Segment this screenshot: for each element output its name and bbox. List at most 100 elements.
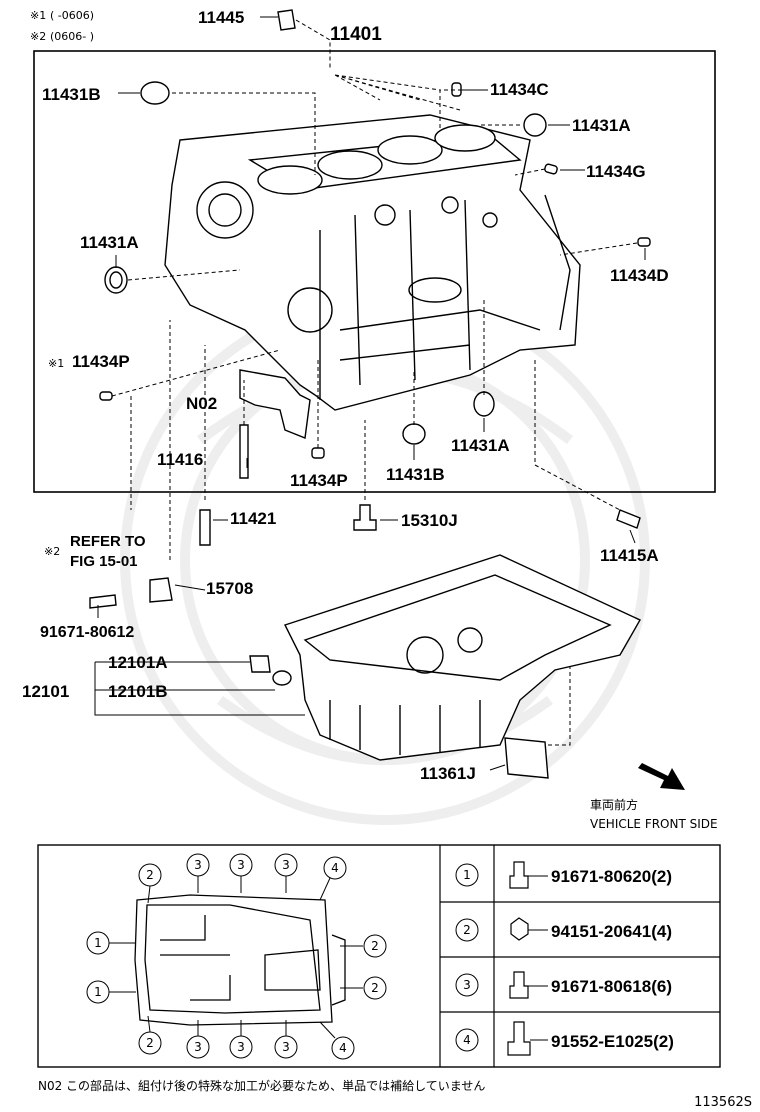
cylinder-block-drawing (164, 114, 581, 411)
label-11431B-bottom: 11431B (386, 465, 445, 484)
pin-11434P-bottom-icon (311, 447, 325, 459)
callout-top-5: 4 (323, 856, 347, 880)
label-11434P-bottom: 11434P (290, 471, 348, 490)
plug-11431A-top-icon (523, 113, 547, 137)
sensor-11415A-icon (616, 509, 641, 529)
callout-bottom-4: 3 (274, 1035, 298, 1059)
legend-num-4: 4 (463, 1033, 471, 1047)
bolt-icon (509, 971, 529, 999)
callout-bottom-1: 2 (138, 1031, 162, 1055)
label-11421: 11421 (230, 509, 276, 528)
callout-left-2: 1 (86, 980, 110, 1004)
pin-11434P-left-icon (99, 391, 113, 401)
oil-pan-top-view (134, 894, 346, 1026)
note1-range: ( -0606) (50, 9, 94, 22)
refer-to-line2: FIG 15-01 (70, 553, 138, 570)
legend-row-1: 1 91671-80620(2) (455, 861, 672, 889)
callout-top-2: 3 (186, 853, 210, 877)
pin-11434D-icon (637, 237, 651, 247)
plug-11431B-bottom-icon (402, 423, 426, 445)
refer-note-mark: ※2 (44, 545, 60, 558)
svg-text:2: 2 (146, 868, 154, 882)
label-11434P-note-mark: ※1 (48, 357, 64, 370)
legend-row-3: 3 91671-80618(6) (455, 971, 672, 999)
svg-text:3: 3 (282, 858, 290, 872)
label-91671-80612: 91671-80612 (40, 624, 134, 641)
refer-to-line1: REFER TO (70, 533, 146, 550)
svg-text:2: 2 (371, 981, 379, 995)
svg-text:1: 1 (94, 936, 102, 950)
legend-part-1: 91671-80620(2) (551, 867, 672, 886)
label-15310J: 15310J (401, 511, 458, 530)
svg-text:2: 2 (371, 939, 379, 953)
label-12101: 12101 (22, 682, 69, 701)
small-parts (99, 9, 651, 479)
callout-bottom-3: 3 (229, 1035, 253, 1059)
label-12101A: 12101A (108, 653, 168, 672)
label-11431B-top: 11431B (42, 85, 101, 104)
bracket-15708-icon (149, 577, 173, 603)
oil-pan-drawing (284, 554, 641, 761)
label-11416: 11416 (157, 450, 203, 469)
stud-11421-icon (199, 509, 211, 546)
label-N02: N02 (186, 394, 217, 413)
footer-note: N02 この部品は、組付け後の特殊な加工が必要なため、単品では補給していません (38, 1078, 485, 1093)
gasket-12101B-icon (272, 670, 292, 686)
vehicle-front-en: VEHICLE FRONT SIDE (590, 817, 718, 831)
legend-row-4: 4 91552-E1025(2) (455, 1021, 674, 1056)
label-11415A: 11415A (600, 546, 659, 565)
bolt-icon (509, 861, 529, 889)
note2-range: (0606- ) (50, 30, 94, 43)
engine-block-frame (33, 50, 716, 493)
label-11434P-left: 11434P (72, 352, 130, 371)
label-11445: 11445 (198, 8, 244, 27)
solid-leaders (94, 16, 646, 771)
callout-right-1: 2 (363, 934, 387, 958)
pin-11434G-icon (544, 163, 558, 175)
callout-bottom-5: 4 (331, 1036, 355, 1060)
callout-top-1: 2 (138, 863, 162, 887)
nut-icon (510, 917, 529, 941)
legend-num-3: 3 (463, 978, 471, 992)
callout-bottom-2: 3 (186, 1035, 210, 1059)
svg-text:2: 2 (146, 1036, 154, 1050)
label-11434G: 11434G (586, 162, 646, 181)
part-11445-icon (277, 9, 296, 31)
label-15708: 15708 (206, 579, 253, 598)
outside-parts (89, 504, 641, 779)
plug-11431A-bottom-icon (473, 391, 495, 417)
drain-plug-12101A-icon (249, 655, 271, 673)
svg-text:3: 3 (194, 858, 202, 872)
svg-text:1: 1 (94, 985, 102, 999)
figure-id: 113562S (694, 1095, 752, 1110)
bolt-location-panel: 2 3 3 3 4 1 1 2 2 2 3 3 3 4 1 91671-8062… (37, 844, 721, 1068)
callout-right-2: 2 (363, 976, 387, 1000)
callout-left-1: 1 (86, 931, 110, 955)
legend-part-4: 91552-E1025(2) (551, 1032, 674, 1051)
vehicle-front-indicator: 車両前方 VEHICLE FRONT SIDE (590, 763, 718, 831)
note1-mark: ※1 (30, 9, 46, 22)
svg-text:3: 3 (282, 1040, 290, 1054)
sensor-15310J-icon (353, 504, 377, 531)
label-11401: 11401 (330, 24, 382, 45)
legend-part-2: 94151-20641(4) (551, 922, 672, 941)
callout-top-3: 3 (229, 853, 253, 877)
bolt-91671-80612-icon (89, 594, 117, 609)
label-11431A-bottom: 11431A (451, 436, 510, 455)
callout-top-4: 3 (274, 853, 298, 877)
label-11434D: 11434D (610, 266, 669, 285)
plug-11431B-top-icon (140, 81, 170, 105)
label-12101B: 12101B (108, 682, 168, 701)
label-11434C: 11434C (490, 80, 549, 99)
svg-text:3: 3 (237, 1040, 245, 1054)
note2-mark: ※2 (30, 30, 46, 43)
legend-row-2: 2 94151-20641(4) (455, 917, 672, 942)
revision-notes: ※1 ( -0606) ※2 (0606- ) (30, 9, 94, 43)
svg-text:4: 4 (331, 861, 339, 875)
label-11361J: 11361J (420, 764, 476, 783)
bolt-11416-icon (239, 424, 249, 479)
dashed-leaders (111, 19, 638, 746)
svg-text:4: 4 (339, 1041, 347, 1055)
legend-num-2: 2 (463, 923, 471, 937)
label-11431A-top: 11431A (572, 116, 631, 135)
